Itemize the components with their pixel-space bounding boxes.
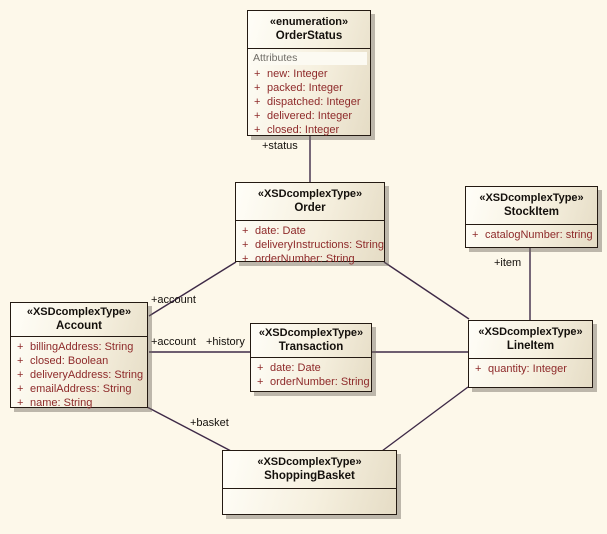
- class-order[interactable]: «XSDcomplexType» Order + date: Date + deli…: [235, 182, 385, 265]
- visibility-marker: +: [17, 369, 24, 381]
- visibility-marker: +: [242, 253, 249, 265]
- attribute-row: + dispatched: Integer: [248, 95, 370, 109]
- class-header: «XSDcomplexType» Transaction: [251, 324, 371, 358]
- attribute-row: + date: Date: [251, 361, 371, 375]
- class-shoppingbasket[interactable]: «XSDcomplexType» ShoppingBasket: [222, 450, 397, 515]
- attribute-text: catalogNumber: string: [485, 229, 593, 241]
- visibility-marker: +: [475, 363, 482, 375]
- class-transaction[interactable]: «XSDcomplexType» Transaction + date: Date…: [250, 323, 372, 392]
- attribute-row: + deliveryAddress: String: [11, 368, 147, 382]
- attribute-text: new: Integer: [267, 68, 328, 80]
- role-label-item[interactable]: +item: [494, 257, 522, 269]
- class-header: «XSDcomplexType» LineItem: [469, 321, 592, 359]
- attribute-text: delivered: Integer: [267, 110, 352, 122]
- attribute-text: orderNumber: String: [255, 253, 355, 265]
- association-lineitem-shoppingbasket[interactable]: [381, 386, 469, 452]
- class-name: Order: [294, 202, 326, 214]
- attribute-row: + closed: Boolean: [11, 354, 147, 368]
- stereotype-label: «XSDcomplexType»: [257, 188, 363, 200]
- attribute-text: dispatched: Integer: [267, 96, 361, 108]
- attribute-row: + deliveryInstructions: String: [236, 238, 384, 252]
- visibility-marker: +: [254, 124, 261, 136]
- class-header: «enumeration» OrderStatus: [248, 11, 370, 49]
- stereotype-label: «XSDcomplexType»: [479, 192, 584, 204]
- visibility-marker: +: [17, 341, 24, 353]
- attribute-row: + billingAddress: String: [11, 340, 147, 354]
- class-name: OrderStatus: [275, 30, 343, 42]
- stereotype-label: «XSDcomplexType»: [258, 327, 364, 339]
- attributes-compartment: + date: Date + deliveryInstructions: Strin…: [236, 221, 384, 268]
- class-name: StockItem: [504, 206, 559, 218]
- attribute-row: + delivered: Integer: [248, 109, 370, 123]
- class-header: «XSDcomplexType» StockItem: [466, 187, 597, 225]
- attribute-row: + catalogNumber: string: [466, 228, 597, 242]
- attribute-row: + date: Date: [236, 224, 384, 238]
- attributes-compartment: + quantity: Integer: [469, 359, 592, 378]
- association-account-shoppingbasket[interactable]: [146, 406, 232, 452]
- stereotype-label: «XSDcomplexType»: [257, 456, 362, 468]
- visibility-marker: +: [254, 82, 261, 94]
- compartment-label: Attributes: [251, 52, 367, 65]
- stereotype-label: «XSDcomplexType»: [26, 306, 132, 318]
- attribute-text: name: String: [30, 397, 93, 409]
- attribute-text: deliveryInstructions: String: [255, 239, 384, 251]
- attribute-text: closed: Integer: [267, 124, 340, 136]
- visibility-marker: +: [472, 229, 479, 241]
- role-label-history[interactable]: +history: [206, 336, 245, 348]
- attribute-text: emailAddress: String: [30, 383, 132, 395]
- visibility-marker: +: [17, 397, 24, 409]
- class-lineitem[interactable]: «XSDcomplexType» LineItem + quantity: Int…: [468, 320, 593, 388]
- role-label-status[interactable]: +status: [262, 140, 298, 152]
- class-header: «XSDcomplexType» Account: [11, 303, 147, 337]
- role-label-account-upper[interactable]: +account: [151, 294, 196, 306]
- visibility-marker: +: [254, 68, 261, 80]
- association-order-account[interactable]: [148, 261, 237, 317]
- attribute-row: + orderNumber: String: [236, 252, 384, 266]
- attributes-compartment: Attributes + new: Integer + packed: Intege…: [248, 49, 370, 139]
- attribute-text: deliveryAddress: String: [30, 369, 144, 381]
- visibility-marker: +: [17, 355, 24, 367]
- visibility-marker: +: [254, 96, 261, 108]
- class-header: «XSDcomplexType» ShoppingBasket: [223, 451, 396, 489]
- attribute-text: quantity: Integer: [488, 363, 567, 375]
- class-stockitem[interactable]: «XSDcomplexType» StockItem + catalogNumbe…: [465, 186, 598, 248]
- association-order-lineitem[interactable]: [383, 261, 470, 320]
- attribute-row: + packed: Integer: [248, 81, 370, 95]
- attributes-compartment: [223, 489, 396, 494]
- attribute-row: + closed: Integer: [248, 123, 370, 137]
- attributes-compartment: + date: Date + orderNumber: String: [251, 358, 371, 391]
- stereotype-label: «XSDcomplexType»: [478, 326, 583, 338]
- attribute-text: date: Date: [270, 362, 321, 374]
- visibility-marker: +: [257, 362, 264, 374]
- attribute-row: + new: Integer: [248, 67, 370, 81]
- visibility-marker: +: [254, 110, 261, 122]
- attribute-row: + name: String: [11, 396, 147, 410]
- class-account[interactable]: «XSDcomplexType» Account + billingAddress…: [10, 302, 148, 409]
- class-name: Transaction: [278, 341, 344, 353]
- attribute-text: closed: Boolean: [30, 355, 109, 367]
- class-name: LineItem: [506, 340, 555, 352]
- visibility-marker: +: [257, 376, 264, 388]
- attribute-row: + orderNumber: String: [251, 375, 371, 389]
- class-name: Account: [56, 320, 102, 332]
- attribute-text: date: Date: [255, 225, 306, 237]
- attribute-row: + quantity: Integer: [469, 362, 592, 376]
- class-orderstatus[interactable]: «enumeration» OrderStatus Attributes + ne…: [247, 10, 371, 136]
- role-label-basket[interactable]: +basket: [190, 417, 229, 429]
- attribute-text: packed: Integer: [267, 82, 343, 94]
- visibility-marker: +: [17, 383, 24, 395]
- stereotype-label: «enumeration»: [269, 16, 349, 28]
- attribute-text: orderNumber: String: [270, 376, 370, 388]
- class-header: «XSDcomplexType» Order: [236, 183, 384, 221]
- visibility-marker: +: [242, 225, 249, 237]
- attribute-row: + emailAddress: String: [11, 382, 147, 396]
- attributes-compartment: + billingAddress: String + closed: Boolean…: [11, 337, 147, 412]
- visibility-marker: +: [242, 239, 249, 251]
- class-name: ShoppingBasket: [264, 470, 355, 482]
- role-label-account-lower[interactable]: +account: [151, 336, 196, 348]
- attribute-text: billingAddress: String: [30, 341, 134, 353]
- attributes-compartment: + catalogNumber: string: [466, 225, 597, 244]
